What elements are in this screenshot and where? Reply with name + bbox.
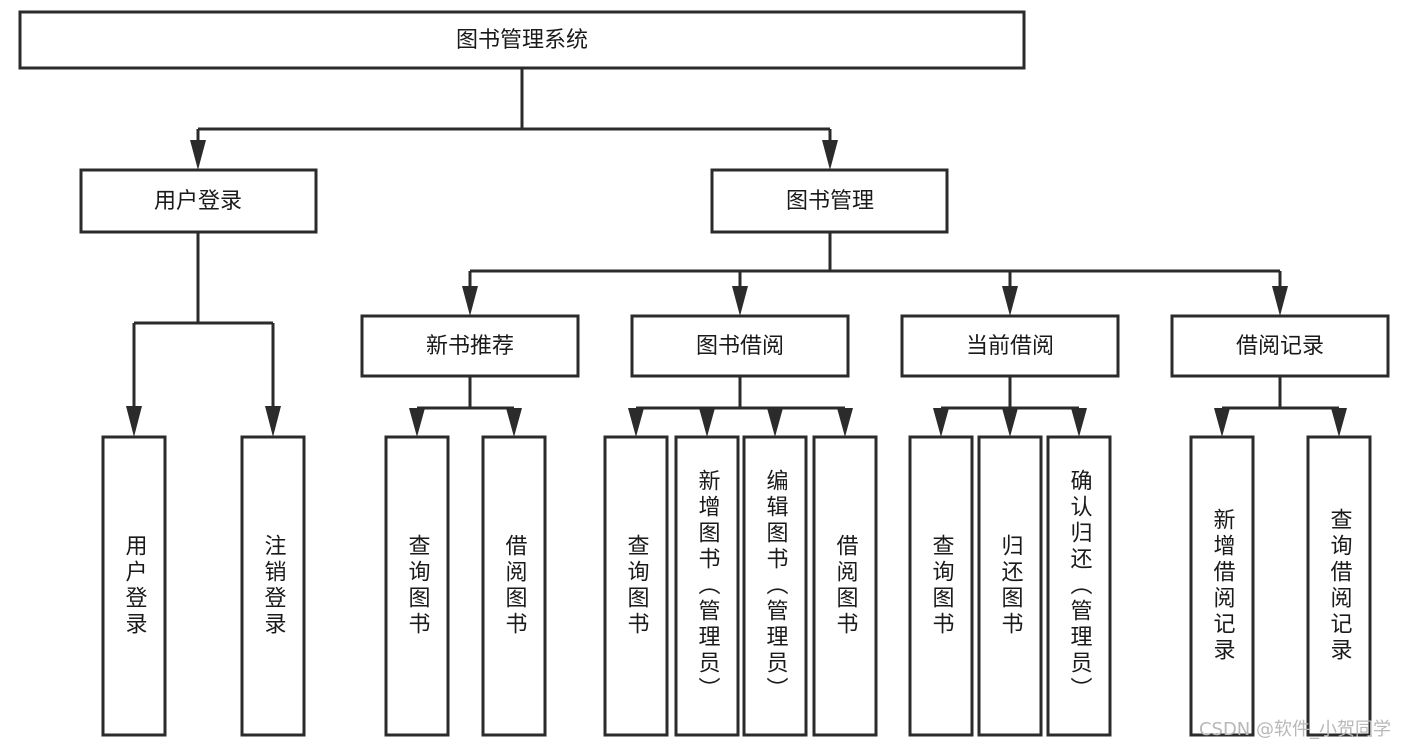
arrow-head-icon <box>933 408 949 437</box>
root-label: 图书管理系统 <box>456 28 588 53</box>
leaf-label: 新增借阅记录 <box>1210 508 1236 664</box>
leaf-node[interactable]: 确认归还（管理员） <box>1046 435 1112 737</box>
leaf-node[interactable]: 查询借阅记录 <box>1306 435 1372 737</box>
leaf-label: 确认归还（管理员） <box>1067 469 1093 703</box>
leaf-label: 查询图书 <box>624 534 650 638</box>
leaf-label: 查询借阅记录 <box>1327 508 1353 664</box>
leaf-label: 归还图书 <box>998 534 1024 638</box>
node-new-book-recommend[interactable]: 新书推荐 <box>360 314 580 378</box>
leaf-node[interactable]: 借阅图书 <box>812 435 878 737</box>
node-book-management[interactable]: 图书管理 <box>710 168 949 234</box>
node-book-borrow[interactable]: 图书借阅 <box>630 314 850 378</box>
arrow-head-icon <box>732 286 748 316</box>
arrow-head-icon <box>767 408 783 437</box>
leaf-node[interactable]: 注销登录 <box>240 435 306 737</box>
leaf-node[interactable]: 查询图书 <box>908 435 974 737</box>
arrow-head-icon <box>409 408 425 437</box>
arrow-head-icon <box>462 286 478 316</box>
arrow-head-icon <box>1331 408 1347 437</box>
leaf-box[interactable] <box>1306 435 1372 737</box>
node-borrow-record[interactable]: 借阅记录 <box>1170 314 1390 378</box>
arrow-head-icon <box>628 408 644 437</box>
node-user-login[interactable]: 用户登录 <box>79 168 318 234</box>
leaf-box[interactable] <box>101 435 167 737</box>
leaf-node[interactable]: 借阅图书 <box>481 435 547 737</box>
leaf-label: 借阅图书 <box>502 534 528 638</box>
leaf-box[interactable] <box>1046 435 1112 737</box>
arrow-head-icon <box>190 140 206 170</box>
leaf-node[interactable]: 归还图书 <box>977 435 1043 737</box>
book-borrow-label: 图书借阅 <box>696 334 784 359</box>
leaf-node[interactable]: 查询图书 <box>384 435 450 737</box>
connector-user-login-to-leaves <box>126 232 281 437</box>
leaf-node[interactable]: 用户登录 <box>101 435 167 737</box>
root-box[interactable] <box>18 10 1026 70</box>
arrow-head-icon <box>822 140 838 170</box>
arrow-head-icon <box>126 406 142 437</box>
connector-book-borrow-to-leaves <box>628 376 853 437</box>
arrow-head-icon <box>1214 408 1230 437</box>
watermark: CSDN @软件_小贺同学 <box>1198 719 1391 740</box>
node-root-system[interactable]: 图书管理系统 <box>18 10 1026 70</box>
connector-root-to-level2 <box>190 68 838 170</box>
current-borrow-box[interactable] <box>900 314 1120 378</box>
leaf-label: 查询图书 <box>929 534 955 638</box>
arrow-head-icon <box>265 406 281 437</box>
new-book-recommend-label: 新书推荐 <box>426 334 514 359</box>
current-borrow-label: 当前借阅 <box>966 334 1054 359</box>
leaf-node[interactable]: 新增借阅记录 <box>1189 435 1255 737</box>
arrow-head-icon <box>506 408 522 437</box>
connector-borrow-record-to-leaves <box>1214 376 1347 437</box>
arrow-head-icon <box>837 408 853 437</box>
arrow-head-icon <box>1071 408 1087 437</box>
node-current-borrow[interactable]: 当前借阅 <box>900 314 1120 378</box>
user-login-label: 用户登录 <box>154 189 242 214</box>
leaf-box[interactable] <box>1189 435 1255 737</box>
arrow-head-icon <box>1002 286 1018 316</box>
leaf-box[interactable] <box>908 435 974 737</box>
leaf-label: 借阅图书 <box>833 534 859 638</box>
leaf-box[interactable] <box>674 435 740 737</box>
leaf-label: 用户登录 <box>122 534 148 638</box>
leaf-node[interactable]: 新增图书（管理员） <box>674 435 740 737</box>
leaf-box[interactable] <box>977 435 1043 737</box>
leaf-box[interactable] <box>812 435 878 737</box>
leaf-label: 查询图书 <box>405 534 431 638</box>
leaf-box[interactable] <box>384 435 450 737</box>
leaf-box[interactable] <box>603 435 669 737</box>
leaf-label: 编辑图书（管理员） <box>763 469 789 703</box>
connector-new-book-recommend-to-leaves <box>409 376 522 437</box>
leaf-box[interactable] <box>481 435 547 737</box>
arrow-head-icon <box>1272 286 1288 316</box>
user-login-box[interactable] <box>79 168 318 234</box>
arrow-head-icon <box>699 408 715 437</box>
leaf-box[interactable] <box>240 435 306 737</box>
borrow-record-label: 借阅记录 <box>1236 334 1324 359</box>
arrow-head-icon <box>1002 408 1018 437</box>
leaf-label: 注销登录 <box>261 534 287 638</box>
book-management-label: 图书管理 <box>786 189 874 214</box>
leaf-node[interactable]: 编辑图书（管理员） <box>742 435 808 737</box>
new-book-recommend-box[interactable] <box>360 314 580 378</box>
connector-current-borrow-to-leaves <box>933 376 1087 437</box>
leaf-label: 新增图书（管理员） <box>695 469 721 703</box>
leaf-box[interactable] <box>742 435 808 737</box>
leaf-node[interactable]: 查询图书 <box>603 435 669 737</box>
connector-book-management-to-level3 <box>462 232 1288 316</box>
